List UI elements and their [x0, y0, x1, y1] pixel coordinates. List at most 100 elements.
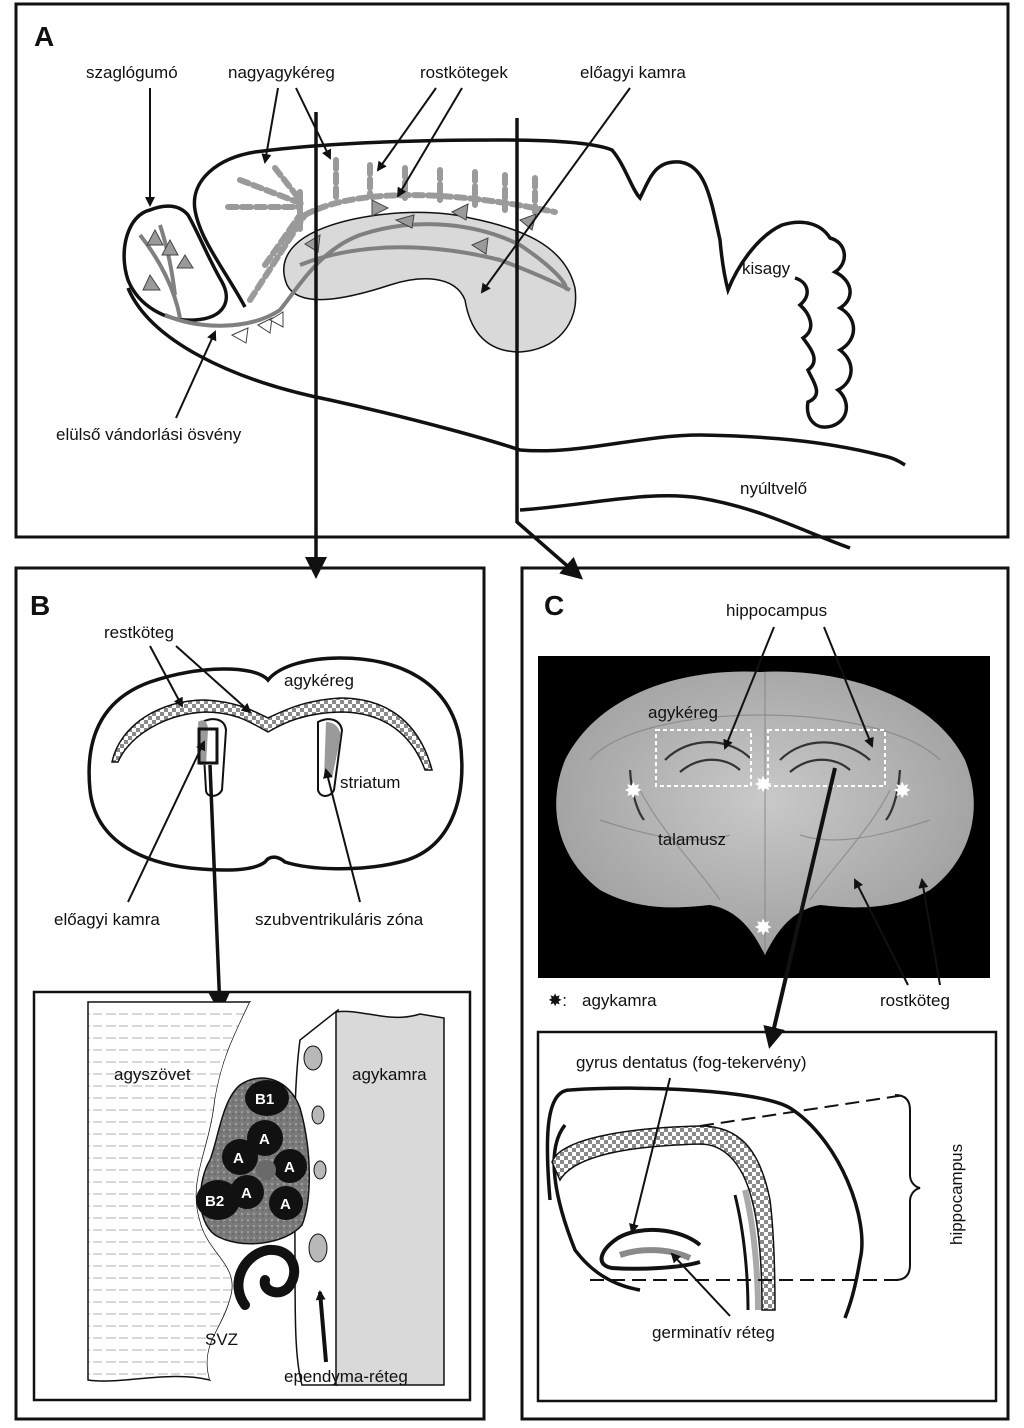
panel-c-letter: C — [544, 590, 564, 621]
label-cerebellum: kisagy — [742, 259, 791, 278]
svg-text:✸: ✸ — [893, 779, 911, 804]
arrow-restkoteg-1 — [149, 645, 183, 708]
label-hippocampus-c: hippocampus — [726, 601, 827, 620]
svz-right-b — [324, 722, 341, 778]
arrow-ependyma — [315, 1290, 328, 1363]
svg-text:✸: ✸ — [624, 779, 642, 804]
arrow-forebrain-ventricle-b — [127, 740, 206, 903]
arrow-forebrain-ventricle-a — [480, 87, 631, 294]
ventricle-legend-label: agykamra — [582, 991, 657, 1010]
hippocampal-band — [551, 1125, 776, 1311]
label-germinal-layer: germinatív réteg — [652, 1323, 775, 1342]
rostral-migratory-stream — [138, 222, 571, 328]
label-svz-inset: SVZ — [205, 1330, 238, 1349]
arrow-fiber-c-2 — [918, 878, 941, 986]
arrow-restkoteg-2 — [175, 645, 252, 714]
label-thalamus: talamusz — [658, 830, 726, 849]
arrow-fiber-c-1 — [854, 878, 909, 986]
hippocampus-upper-bound — [699, 1094, 906, 1127]
panel-a-frame — [14, 2, 1010, 539]
cell-center — [256, 1160, 276, 1180]
label-striatum: striatum — [340, 773, 400, 792]
olfactory-bulb — [122, 204, 228, 322]
arrow-cortex-2 — [295, 87, 332, 160]
label-fiber-bundle-c: rostköteg — [880, 991, 950, 1010]
cell-a-2 — [222, 1139, 258, 1175]
arrow-fiber-1 — [376, 87, 437, 172]
label-ventricle-b-inset: agykamra — [352, 1065, 427, 1084]
cell-label-b1: B1 — [255, 1091, 274, 1108]
label-hippocampus-inset: hippocampus — [947, 1144, 966, 1245]
panel-b-letter: B — [30, 590, 50, 621]
photo-texture — [589, 672, 941, 955]
hippocampus-inner-outline — [552, 1123, 641, 1292]
arrow-svz-b — [323, 768, 361, 903]
cell-b2 — [196, 1180, 240, 1220]
arrow-hippocampus-right — [823, 626, 874, 748]
section-arrow-c — [515, 118, 584, 580]
forebrain-ventricle-a — [283, 211, 577, 353]
panel-b-inset-frame — [32, 990, 472, 1402]
svg-text:✸: ✸ — [754, 773, 772, 798]
ependymal-nuclei — [303, 1045, 328, 1263]
coronal-outline-b — [87, 656, 464, 872]
hippocampus-brace — [894, 1094, 921, 1281]
label-cortex-b: agykéreg — [284, 671, 354, 690]
arrow-hippocampus-left — [723, 626, 775, 750]
label-rms: elülső vándorlási ösvény — [56, 425, 242, 444]
label-olfactory-bulb: szaglógumó — [86, 63, 178, 82]
label-ependyma: ependyma-réteg — [284, 1367, 408, 1386]
ventricle-legend-symbol: ✸: — [548, 991, 567, 1010]
label-dentate-gyrus: gyrus dentatus (fog-tekervény) — [576, 1053, 807, 1072]
dentate-gyrus — [599, 1227, 702, 1271]
cell-label-b2: B2 — [205, 1193, 224, 1210]
cell-label-a-3: A — [284, 1159, 295, 1176]
label-cortex-c: agykéreg — [648, 703, 718, 722]
cell-b1 — [245, 1080, 289, 1116]
label-medulla: nyúltvelő — [740, 479, 807, 498]
label-cerebral-cortex: nagyagykéreg — [228, 63, 335, 82]
hippocampus-box-left — [655, 729, 752, 787]
cell-label-a-4: A — [241, 1185, 252, 1202]
photo-hippocampus-shapes — [628, 741, 902, 821]
label-brain-tissue: agyszövet — [114, 1065, 191, 1084]
arrow-germinal-layer — [670, 1252, 731, 1317]
arrow-to-inset-c — [763, 767, 837, 1049]
label-fiber-bundles: rostkötegek — [420, 63, 508, 82]
germinal-layer — [619, 1247, 692, 1261]
cell-a-1 — [247, 1120, 283, 1156]
cell-label-a-5: A — [280, 1196, 291, 1213]
brain-outline-sagittal — [192, 138, 856, 429]
brain-ventral-outline — [126, 287, 906, 467]
medulla-outline — [519, 493, 851, 550]
ventricle-region — [335, 1010, 445, 1386]
panel-c-inset-frame — [536, 1030, 998, 1403]
hippocampal-layer-grey — [742, 1189, 761, 1311]
migration-arrowheads — [142, 199, 537, 291]
arrow-fiber-2 — [396, 87, 463, 198]
panel-c-frame — [520, 566, 1010, 1421]
cell-a-4 — [230, 1175, 264, 1209]
ventricle-left-b — [200, 718, 228, 797]
cell-label-a-2: A — [233, 1150, 244, 1167]
svg-text:✸: ✸ — [754, 916, 772, 941]
arrow-to-inset-b — [208, 764, 231, 1014]
cell-label-a-1: A — [259, 1131, 270, 1148]
hippocampus-box-right — [767, 729, 886, 787]
arrow-dentate-gyrus — [629, 1077, 671, 1234]
arrow-rms — [175, 330, 217, 419]
label-restkoteg: restköteg — [104, 623, 174, 642]
panel-a-letter: A — [34, 21, 54, 52]
hippocampal-layer-black — [733, 1194, 750, 1311]
white-arrowheads — [230, 311, 284, 344]
arrow-cortex-1 — [261, 87, 279, 164]
label-svz-b: szubventrikuláris zóna — [255, 910, 424, 929]
hippocampus-outline — [545, 1086, 864, 1319]
cell-a-5 — [269, 1186, 303, 1220]
label-forebrain-ventricle-b: előagyi kamra — [54, 910, 160, 929]
label-forebrain-ventricle-a: előagyi kamra — [580, 63, 686, 82]
panel-b-frame — [14, 566, 486, 1421]
ventricle-markers: ✸ ✸ ✸ ✸ — [624, 773, 911, 941]
fiber-bundle-b — [111, 697, 433, 771]
